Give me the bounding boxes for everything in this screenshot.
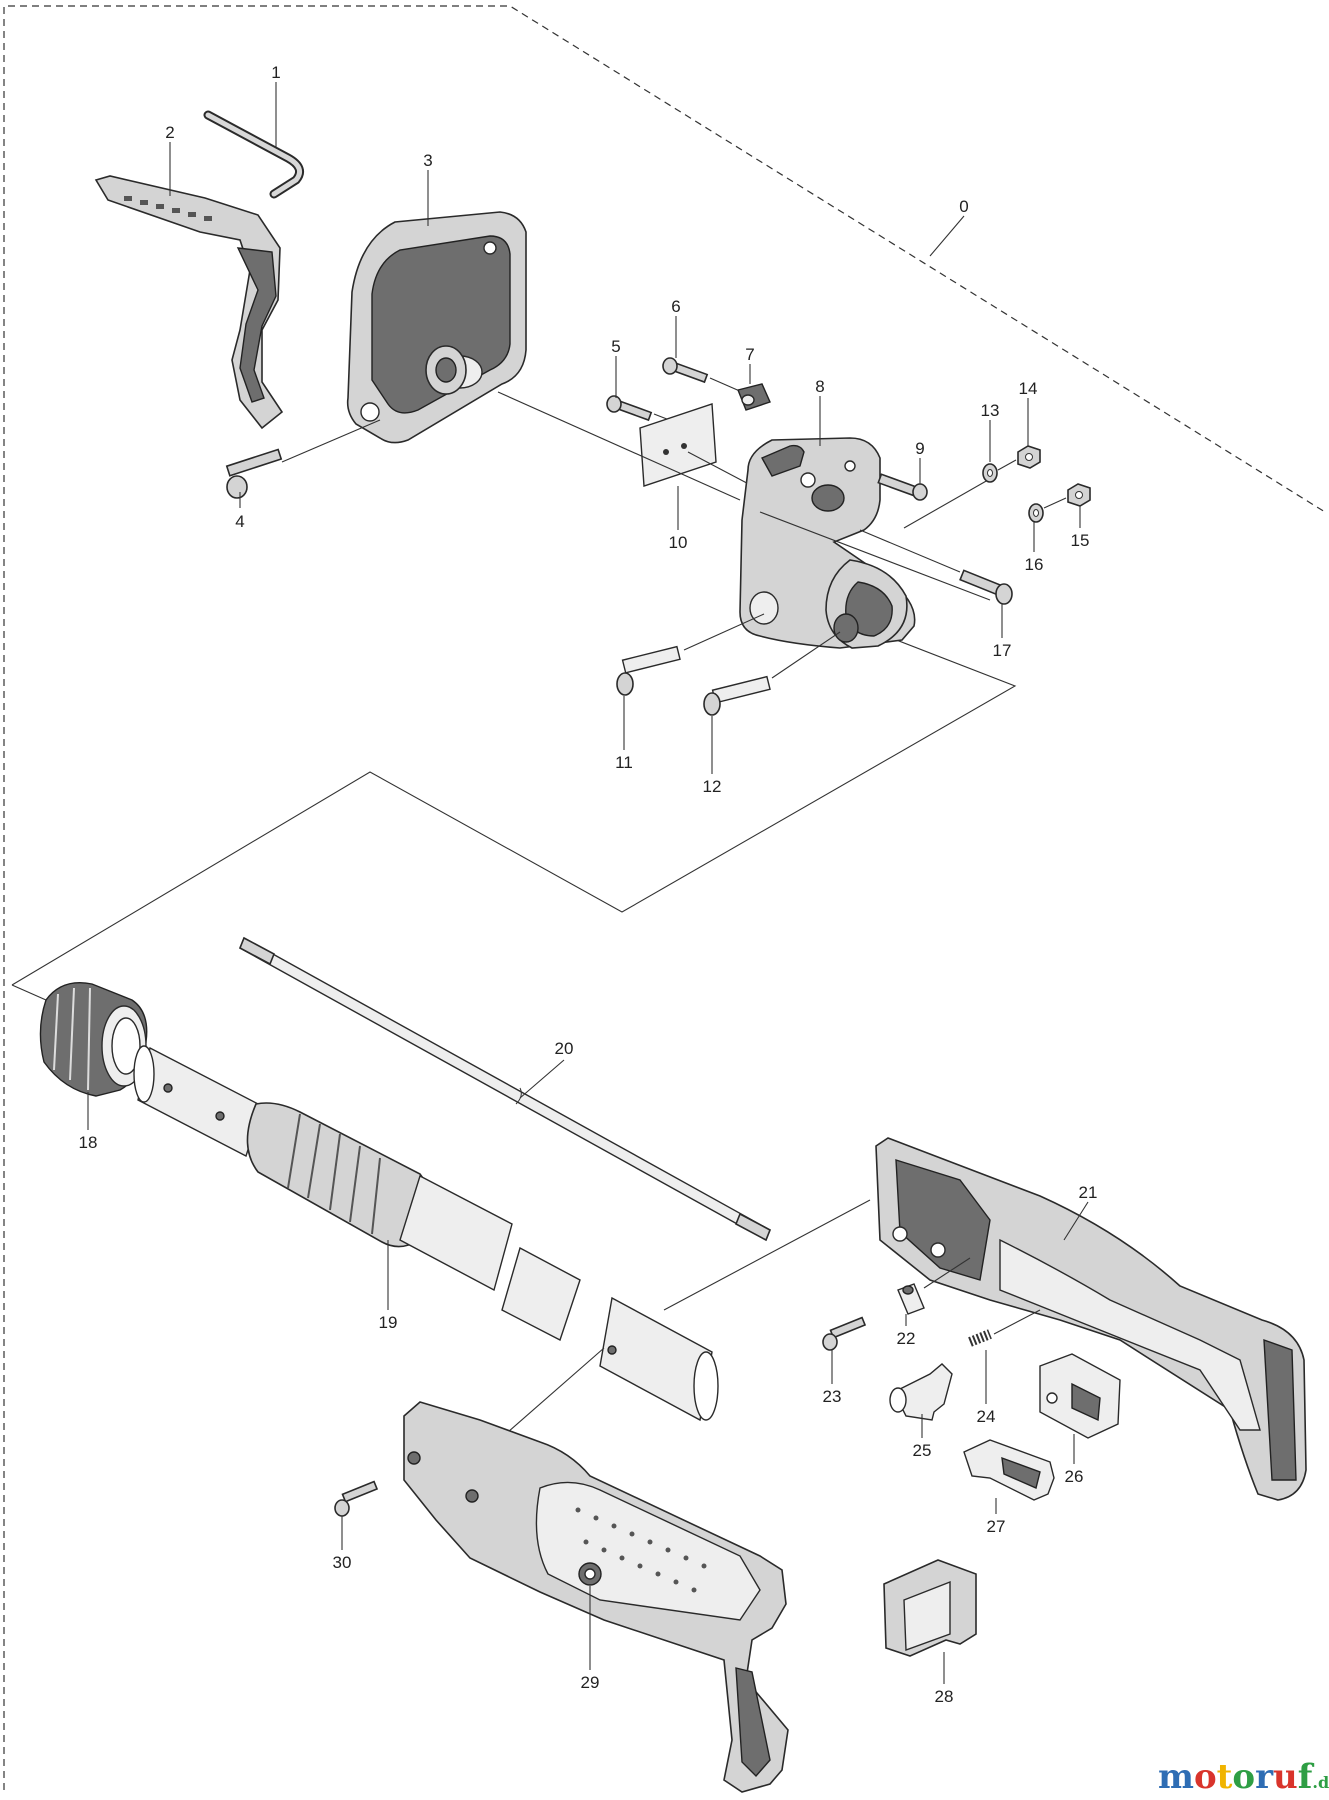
washer-16-icon: [1028, 503, 1044, 523]
clip-22-icon: [897, 1283, 925, 1315]
callout-leaders: [87, 82, 1089, 1684]
callout-1: 1: [271, 63, 280, 82]
leader-line: [903, 479, 989, 529]
leader-line: [993, 1309, 1041, 1335]
pin-11-icon: [616, 645, 681, 696]
callout-7: 7: [745, 345, 754, 364]
handle-half-29-icon: [403, 1401, 789, 1793]
callout-8: 8: [815, 377, 824, 396]
handle-half-21-icon: [875, 1137, 1307, 1501]
callout-3: 3: [423, 151, 432, 170]
plate-10-icon: [639, 403, 761, 491]
screw-5-icon: [606, 395, 653, 422]
callout-9: 9: [915, 439, 924, 458]
nut-15-icon: [1067, 483, 1091, 507]
watermark-letter-6: u: [1273, 1757, 1298, 1797]
callout-29: 29: [581, 1673, 600, 1692]
watermark-letter-1: m: [1158, 1757, 1194, 1797]
pin-12-icon: [703, 675, 771, 716]
leader-line: [709, 377, 743, 393]
housing-cover-icon: [346, 211, 527, 444]
callout-20: 20: [555, 1039, 574, 1058]
callout-numbers: 0 1 2 3 4 5 6 7 8 9 10 11 12 13 14 15 16…: [79, 63, 1098, 1706]
callout-30: 30: [333, 1553, 352, 1572]
callout-23: 23: [823, 1387, 842, 1406]
watermark-letter-5: r: [1255, 1757, 1274, 1797]
hex-key-icon: [203, 110, 305, 199]
leader-line: [997, 459, 1017, 471]
switch-26-icon: [1039, 1353, 1121, 1439]
screw-23-icon: [822, 1316, 867, 1351]
lever-25-icon: [889, 1363, 953, 1421]
callout-25: 25: [913, 1441, 932, 1460]
callout-16: 16: [1025, 555, 1044, 574]
callout-24: 24: [977, 1407, 996, 1426]
lock-nut-icon: [39, 982, 148, 1097]
callout-4: 4: [235, 512, 244, 531]
cover-28-icon: [883, 1559, 977, 1657]
spring-24-icon: [968, 1329, 992, 1347]
callout-22: 22: [897, 1329, 916, 1348]
callout-27: 27: [987, 1517, 1006, 1536]
clip-7-icon: [737, 383, 771, 411]
watermark-letter-4: o: [1232, 1757, 1255, 1797]
callout-13: 13: [981, 401, 1000, 420]
callout-26: 26: [1065, 1467, 1084, 1486]
callout-2: 2: [165, 123, 174, 142]
callout-19: 19: [379, 1313, 398, 1332]
leader-line: [859, 529, 961, 573]
callout-5: 5: [611, 337, 620, 356]
gear-housing-icon: [739, 437, 916, 649]
washer-13-icon: [982, 463, 998, 483]
leader-line: [771, 631, 841, 679]
screw-4-icon: [225, 448, 283, 499]
drive-shaft-icon: [238, 936, 772, 1242]
watermark-letter-7: f: [1298, 1757, 1315, 1797]
leader-line: [497, 391, 741, 501]
assembly-boundary: [3, 5, 1326, 1790]
svg-text:motoruf.de: motoruf.de: [1158, 1757, 1329, 1797]
callout-6: 6: [671, 297, 680, 316]
callout-12: 12: [703, 777, 722, 796]
watermark-suffix: .de: [1312, 1773, 1329, 1792]
strap-hook-icon: [94, 175, 284, 430]
leader-line: [923, 1257, 971, 1289]
watermark-letter-3: t: [1217, 1757, 1233, 1797]
group-line-head-link: [11, 984, 47, 1001]
screw-30-icon: [334, 1480, 379, 1517]
callout-28: 28: [935, 1687, 954, 1706]
leader-line: [683, 613, 765, 651]
leader-line: [281, 419, 381, 463]
leader-line: [1043, 497, 1067, 509]
callout-18: 18: [79, 1133, 98, 1152]
callout-11: 11: [615, 753, 633, 772]
leader-line: [759, 511, 991, 601]
callout-10: 10: [669, 533, 688, 552]
screw-17-icon: [959, 569, 1013, 605]
leader-line: [663, 1199, 871, 1311]
callout-0: 0: [959, 197, 968, 216]
screw-9-icon: [877, 473, 928, 501]
screw-6-icon: [662, 357, 709, 384]
nut-14-icon: [1017, 445, 1041, 469]
callout-21: 21: [1079, 1183, 1098, 1202]
callout-15: 15: [1071, 531, 1090, 550]
shaft-tube-icon: [133, 1045, 719, 1422]
trigger-27-icon: [963, 1439, 1055, 1501]
group-line-head: [11, 621, 1017, 986]
watermark-letter-2: o: [1194, 1757, 1217, 1797]
callout-14: 14: [1019, 379, 1038, 398]
watermark-logo: motoruf.de: [1158, 1757, 1329, 1797]
callout-17: 17: [993, 641, 1012, 660]
